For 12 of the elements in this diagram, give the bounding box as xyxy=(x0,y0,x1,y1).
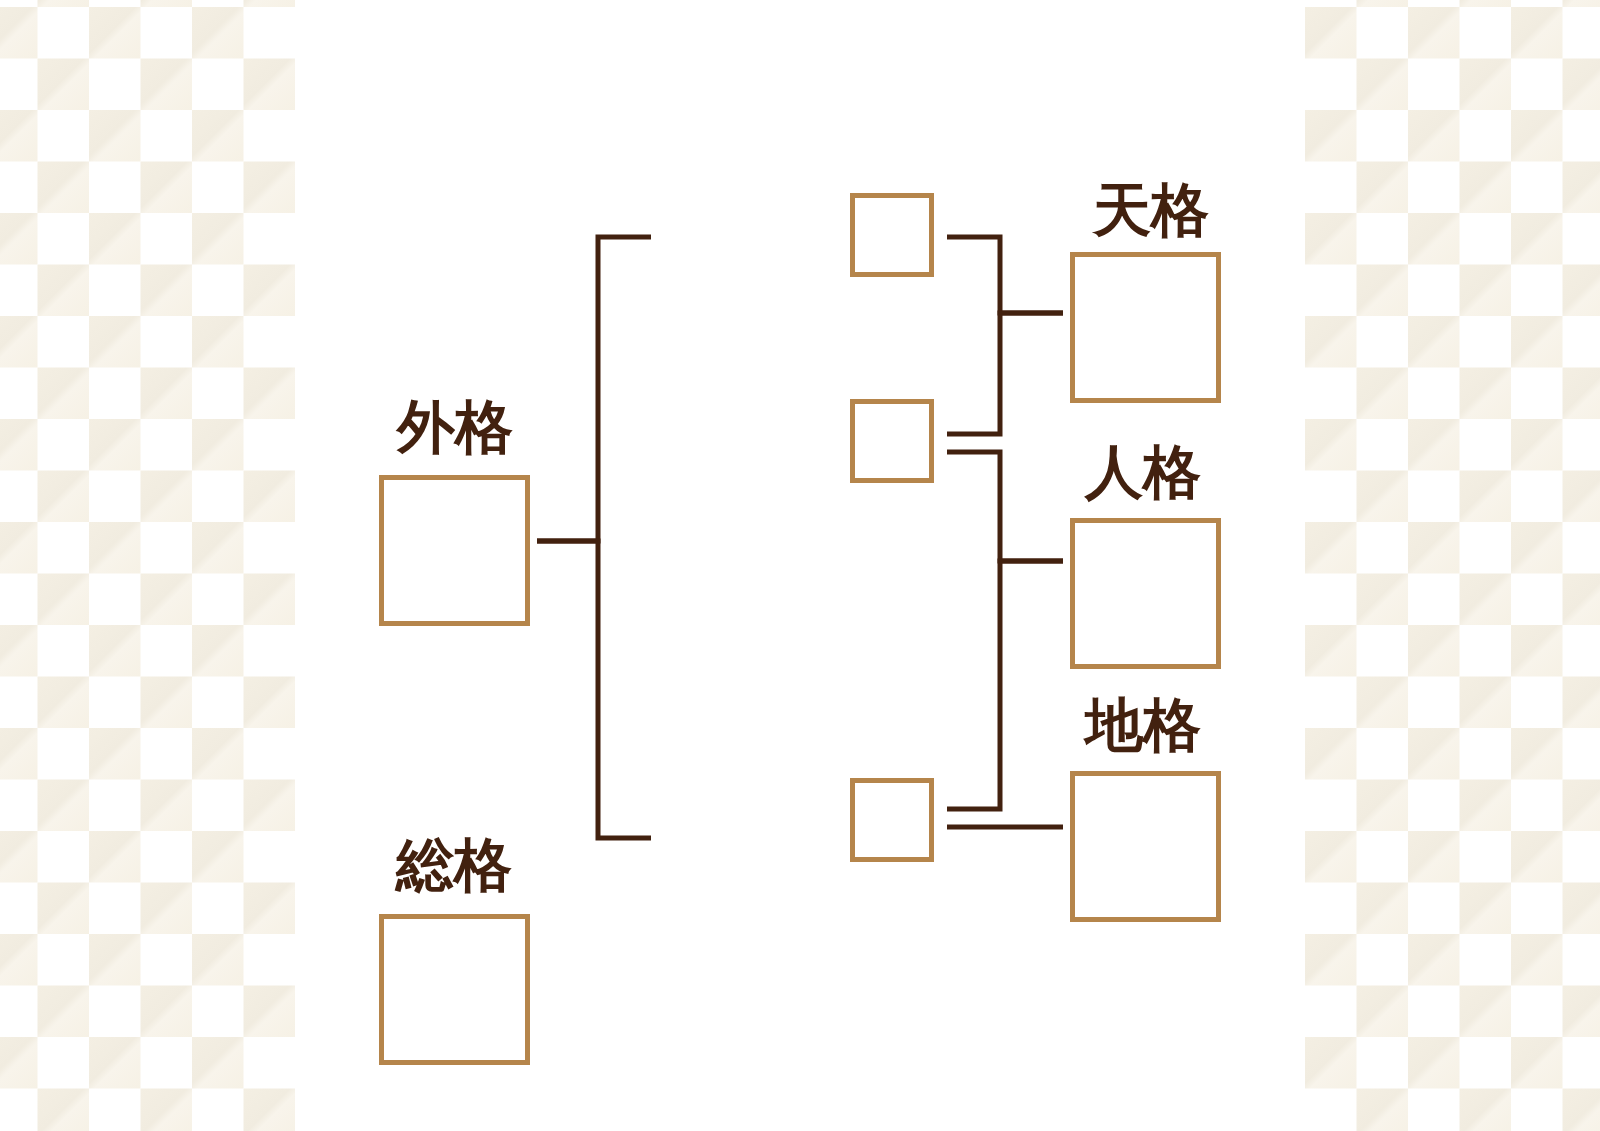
field-label: 天格 xyxy=(1092,181,1209,239)
connector-line xyxy=(947,558,1063,812)
answer-box xyxy=(850,778,934,862)
connector-line xyxy=(947,824,1063,830)
answer-box xyxy=(850,193,934,277)
field-label: 総格 xyxy=(395,836,512,894)
field-label: 地格 xyxy=(1084,696,1201,754)
connector-line xyxy=(947,310,1063,437)
connector-line xyxy=(537,538,651,841)
field-label: 外格 xyxy=(396,398,513,456)
answer-box xyxy=(850,399,934,483)
field-label: 人格 xyxy=(1084,443,1201,501)
